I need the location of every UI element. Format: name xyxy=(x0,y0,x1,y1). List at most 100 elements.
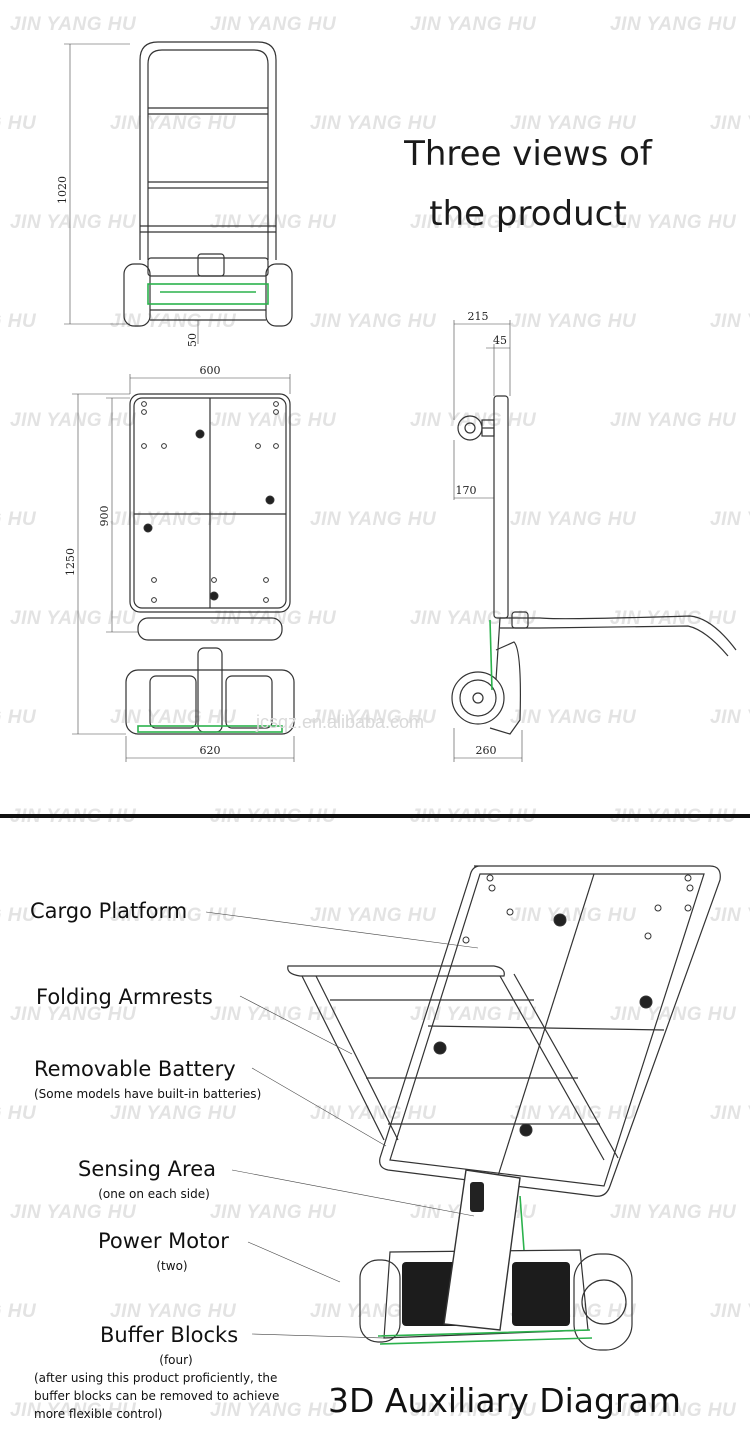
dim-top-inner-height: 900 xyxy=(98,506,111,527)
label-cargo-platform: Cargo Platform xyxy=(30,899,187,923)
callout-labels: Cargo Platform Folding Armrests Removabl… xyxy=(30,899,279,1421)
hole-mark xyxy=(684,904,692,912)
hole-mark xyxy=(141,443,147,449)
hole-mark xyxy=(141,401,147,407)
watermark-text: JIN YANG HU xyxy=(10,1400,137,1421)
watermark-text: JIN YANG HU xyxy=(110,707,237,728)
watermark-text: JIN YANG HU xyxy=(310,311,437,332)
front-view-drawing: 1020 50 xyxy=(56,41,293,347)
buffer-note-line2: buffer blocks can be removed to achieve xyxy=(34,1389,279,1403)
hole-mark xyxy=(161,443,167,449)
hole-mark xyxy=(486,874,494,882)
buffer-note-line1: (after using this product proficiently, … xyxy=(34,1371,277,1385)
three-views-title-line2: the product xyxy=(429,194,626,234)
watermark-text: JIN YANG HU xyxy=(610,14,737,35)
dim-top-total-height: 1250 xyxy=(64,548,77,576)
dim-front-height: 1020 xyxy=(56,176,69,204)
hole-mark xyxy=(273,401,279,407)
label-sensing-area: Sensing Area xyxy=(78,1157,216,1181)
watermark-text: JIN YANG HU xyxy=(310,1103,437,1124)
hole-mark xyxy=(263,597,269,603)
dim-top-width: 600 xyxy=(200,364,221,377)
watermark-text: JIN YANG HU xyxy=(10,1004,137,1025)
watermark-text: JIN YANG HU xyxy=(310,905,437,926)
hole-mark xyxy=(506,908,514,916)
hole-mark xyxy=(151,597,157,603)
watermark-text: JIN YANG HU xyxy=(410,1004,537,1025)
side-view-drawing: 215 45 170 260 xyxy=(451,310,737,762)
hole-mark xyxy=(273,409,279,415)
watermark-text: JIN YANG HU xyxy=(10,212,137,233)
watermark-text: JIN YANG HU xyxy=(110,509,237,530)
callout-leaders xyxy=(205,911,479,1339)
three-views-section: Three views of the product xyxy=(56,41,737,762)
hole-mark xyxy=(151,577,157,583)
motor-right xyxy=(512,1262,570,1326)
note-buffer-blocks: (four) xyxy=(159,1353,192,1367)
top-view-drawing: 600 900 1250 620 xyxy=(64,364,295,762)
hole-mark xyxy=(639,995,653,1009)
hole-mark xyxy=(519,1123,533,1137)
watermark-text: JIN YANG HU xyxy=(410,14,537,35)
3d-cart-drawing xyxy=(287,865,721,1351)
watermark-text: JIN YANG HU xyxy=(710,1103,750,1124)
dim-side-260: 260 xyxy=(476,744,497,757)
dim-side-170: 170 xyxy=(456,484,477,497)
hole-mark xyxy=(684,874,692,882)
watermark-text: JIN YANG HU xyxy=(710,311,750,332)
watermark-text: JIN YANG HU xyxy=(10,608,137,629)
watermark-text: JIN YANG HU xyxy=(710,1301,750,1322)
hole-mark xyxy=(143,523,153,533)
three-views-title-line1: Three views of xyxy=(403,134,653,174)
watermark-text: JIN YANG HU xyxy=(410,212,537,233)
hole-mark xyxy=(686,884,694,892)
hole-mark xyxy=(488,884,496,892)
watermark-text: JIN YANG HU xyxy=(210,212,337,233)
hole-mark xyxy=(255,443,261,449)
note-sensing-area: (one on each side) xyxy=(98,1187,210,1201)
watermark-text: JIN YANG HU xyxy=(110,1103,237,1124)
hole-mark xyxy=(462,936,470,944)
dim-side-215: 215 xyxy=(468,310,489,323)
watermark-text: JIN YANG HU xyxy=(0,1301,37,1322)
hole-mark xyxy=(654,904,662,912)
hole-mark xyxy=(433,1041,447,1055)
watermark-text: JIN YANG HU xyxy=(510,311,637,332)
watermark-text: JIN YANG HU xyxy=(610,410,737,431)
section-divider xyxy=(0,814,750,818)
watermark-text: JIN YANG HU xyxy=(510,509,637,530)
watermark-text: JIN YANG HU xyxy=(0,509,37,530)
watermark-text: JIN YANG HU xyxy=(610,1004,737,1025)
platform-holes xyxy=(141,401,279,603)
watermark-text: JIN YANG HU xyxy=(310,509,437,530)
watermark-text: JIN YANG HU xyxy=(0,707,37,728)
watermark-text: JIN YANG HU xyxy=(110,1301,237,1322)
label-buffer-blocks: Buffer Blocks xyxy=(100,1323,238,1347)
watermark-text: JIN YANG HU xyxy=(710,905,750,926)
hole-mark xyxy=(141,409,147,415)
watermark-text: JIN YANG HU xyxy=(710,707,750,728)
watermark-text: JIN YANG HU xyxy=(610,212,737,233)
label-removable-battery: Removable Battery xyxy=(34,1057,236,1081)
label-folding-armrests: Folding Armrests xyxy=(36,985,213,1009)
watermark-text: JIN YANG HU xyxy=(110,905,237,926)
dim-side-45: 45 xyxy=(493,334,507,347)
watermark-text: JIN YANG HU xyxy=(0,905,37,926)
watermark-text: JIN YANG HU xyxy=(0,1103,37,1124)
hole-mark xyxy=(263,577,269,583)
3d-platform-holes xyxy=(433,874,694,1137)
3d-diagram-title: 3D Auxiliary Diagram xyxy=(328,1381,681,1420)
watermark-text: JIN YANG HU xyxy=(710,509,750,530)
watermark-text: JIN YANG HU xyxy=(0,311,37,332)
watermark-text: JIN YANG HU xyxy=(110,311,237,332)
hole-mark xyxy=(195,429,205,439)
watermark-text: JIN YANG HU xyxy=(610,1400,737,1421)
watermark-text: JIN YANG HU xyxy=(210,1400,337,1421)
hole-mark xyxy=(209,591,219,601)
watermark-text: JIN YANG HU xyxy=(410,608,537,629)
watermark-text: JIN YANG HU xyxy=(210,1202,337,1223)
hole-mark xyxy=(211,577,217,583)
buffer-note-line3: more flexible control) xyxy=(34,1407,163,1421)
watermark-text: JIN YANG HU xyxy=(510,113,637,134)
